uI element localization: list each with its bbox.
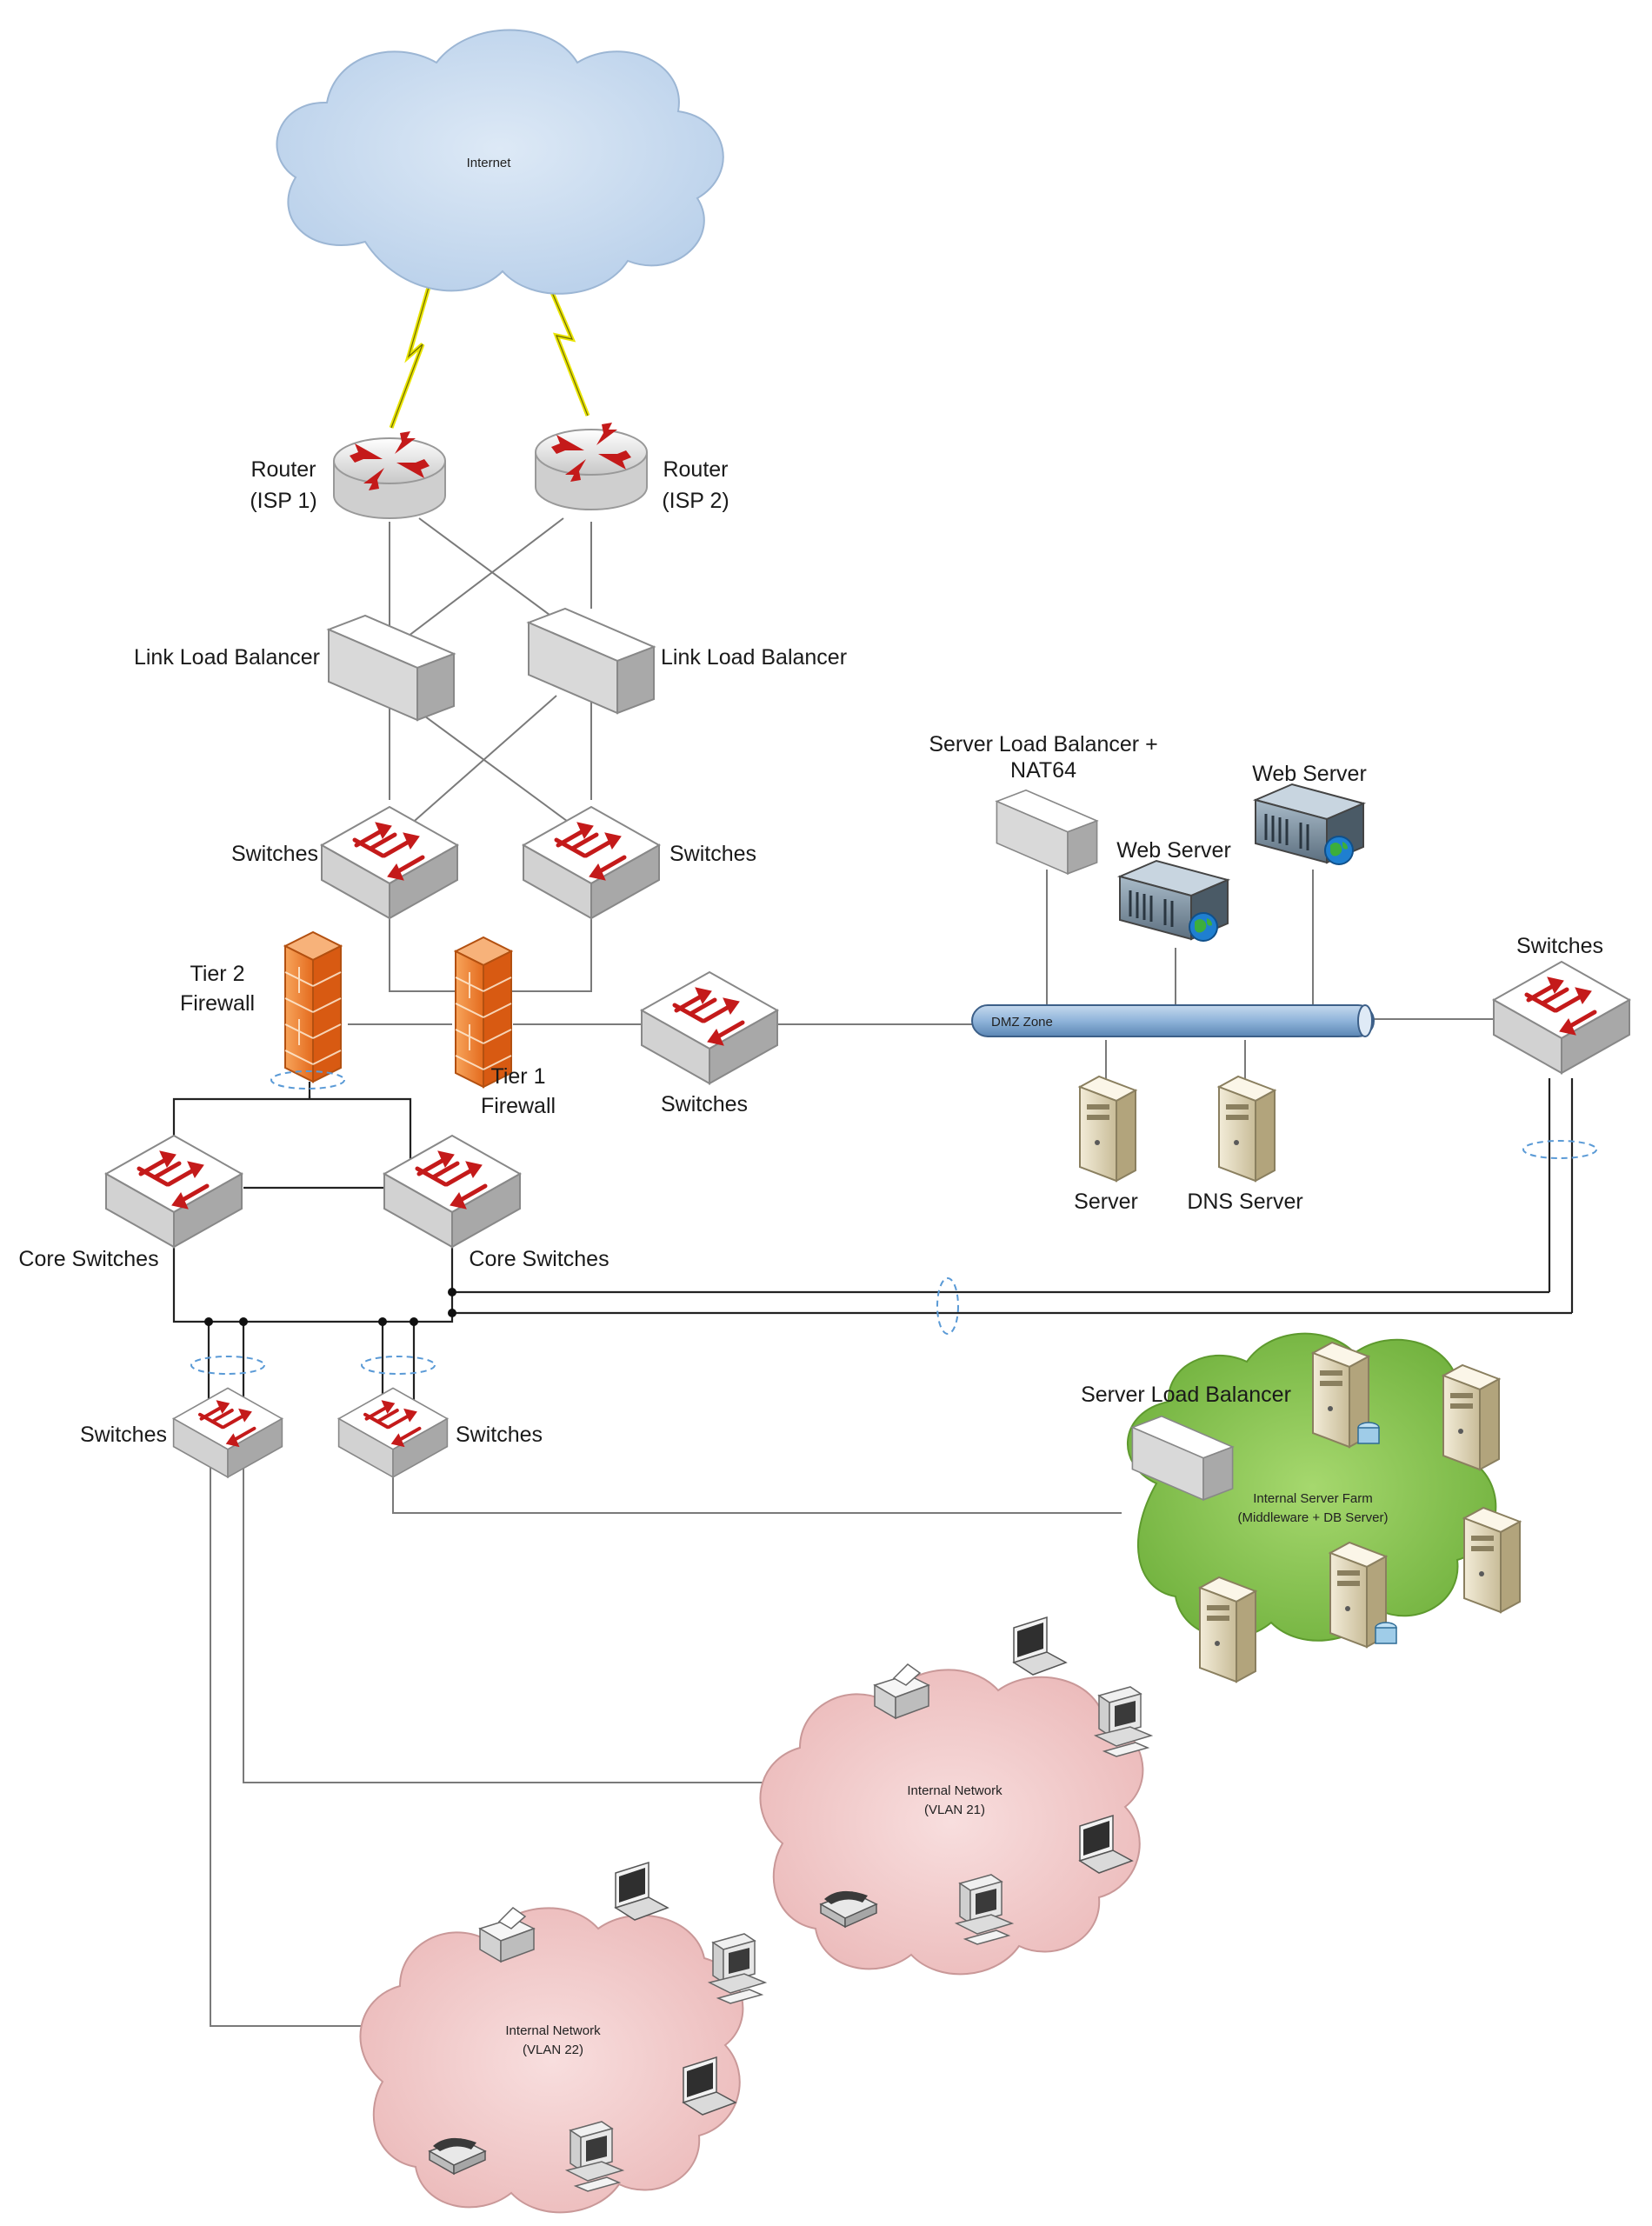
dmz-zone-label: DMZ Zone (991, 1015, 1053, 1030)
core-switches-right[interactable]: Core Switches (384, 1136, 610, 1271)
router-isp2[interactable]: Router (ISP 2) (535, 422, 729, 513)
vlan-ring-far-right (1522, 1140, 1597, 1159)
web-server-2-label: Web Server (1252, 762, 1367, 786)
server-load-balancer-nat64[interactable]: Server Load Balancer + NAT64 (929, 732, 1158, 875)
server-farm-label: Internal Server Farm (1253, 1491, 1373, 1506)
server-dmz[interactable]: Server (1074, 1076, 1138, 1214)
vlan22-sublabel: (VLAN 22) (523, 2043, 583, 2057)
router-isp2-sublabel: (ISP 2) (662, 489, 729, 513)
laptop-icon (615, 1862, 669, 1921)
access-switch-right[interactable]: Switches (339, 1388, 543, 1476)
server-farm-sublabel: (Middleware + DB Server) (1238, 1510, 1389, 1525)
tier1-firewall[interactable]: Tier 1 Firewall (455, 936, 556, 1118)
web-server-1-label: Web Server (1116, 838, 1231, 863)
server-icon (1199, 1576, 1256, 1683)
core-switches-right-label: Core Switches (469, 1247, 609, 1271)
server-load-balancer-label: Server Load Balancer (1081, 1383, 1291, 1407)
switches-upper-left[interactable]: Switches (231, 807, 457, 918)
switches-right-label: Switches (669, 842, 756, 866)
link-load-balancer-right[interactable]: Link Load Balancer (528, 608, 847, 714)
vlan22-cloud: Internal Network (VLAN 22) (359, 1907, 744, 2214)
vlan-ring-bus (936, 1277, 959, 1335)
web-server-2[interactable]: Web Server (1252, 762, 1367, 866)
switches-upper-right[interactable]: Switches (523, 807, 756, 918)
vlan22-label: Internal Network (505, 2023, 601, 2038)
lightning-link-isp2 (543, 277, 590, 417)
server-icon (1463, 1507, 1521, 1613)
web-server-1[interactable]: Web Server (1116, 838, 1231, 943)
router-isp1[interactable]: Router (ISP 1) (250, 430, 446, 519)
access-switch-right-label: Switches (456, 1423, 543, 1447)
vlan21-cloud: Internal Network (VLAN 21) (759, 1669, 1144, 1976)
vlan-ring-access-left (190, 1356, 265, 1375)
slb-nat-sublabel: NAT64 (1010, 758, 1076, 783)
switches-far-right-label: Switches (1516, 934, 1603, 958)
server-load-balancer[interactable]: Server Load Balancer (1081, 1383, 1291, 1501)
router-isp1-sublabel: (ISP 1) (250, 489, 316, 513)
server-farm-cloud: Internal Server Farm (Middleware + DB Se… (1127, 1332, 1498, 1642)
internet-label: Internet (467, 156, 512, 170)
vlan-ring-access-right (361, 1356, 436, 1375)
access-switch-left[interactable]: Switches (80, 1388, 282, 1476)
switches-far-right[interactable]: Switches (1494, 934, 1629, 1073)
laptop-icon (1013, 1616, 1067, 1676)
switches-left-label: Switches (231, 842, 318, 866)
core-switches-left-label: Core Switches (18, 1247, 158, 1271)
router-isp1-label: Router (250, 457, 316, 482)
tier2-firewall-sublabel: Firewall (180, 991, 255, 1016)
switches-mid-label: Switches (661, 1092, 748, 1116)
access-switch-left-label: Switches (80, 1423, 167, 1447)
dns-server[interactable]: DNS Server (1187, 1076, 1303, 1214)
router-isp2-label: Router (663, 457, 728, 482)
llb-left-label: Link Load Balancer (134, 645, 320, 670)
vlan21-label: Internal Network (907, 1783, 1003, 1798)
switches-mid[interactable]: Switches (642, 972, 777, 1116)
server-farm-servers (1199, 1342, 1521, 1683)
vlan21-sublabel: (VLAN 21) (924, 1803, 985, 1817)
tier1-firewall-label: Tier 1 (491, 1064, 546, 1089)
llb-right-label: Link Load Balancer (661, 645, 847, 670)
server-label: Server (1074, 1190, 1138, 1214)
dns-server-label: DNS Server (1187, 1190, 1302, 1214)
server-icon (1442, 1364, 1500, 1470)
link-load-balancer-left[interactable]: Link Load Balancer (134, 615, 455, 721)
dmz-zone-pipe: DMZ Zone (971, 1004, 1375, 1037)
internet-cloud: Internet (276, 29, 724, 295)
tier2-firewall-label: Tier 2 (190, 962, 245, 986)
core-switches-left[interactable]: Core Switches (18, 1136, 242, 1271)
slb-nat-label: Server Load Balancer + (929, 732, 1157, 756)
tier2-firewall[interactable]: Tier 2 Firewall (180, 931, 342, 1083)
tier1-firewall-sublabel: Firewall (481, 1094, 556, 1118)
